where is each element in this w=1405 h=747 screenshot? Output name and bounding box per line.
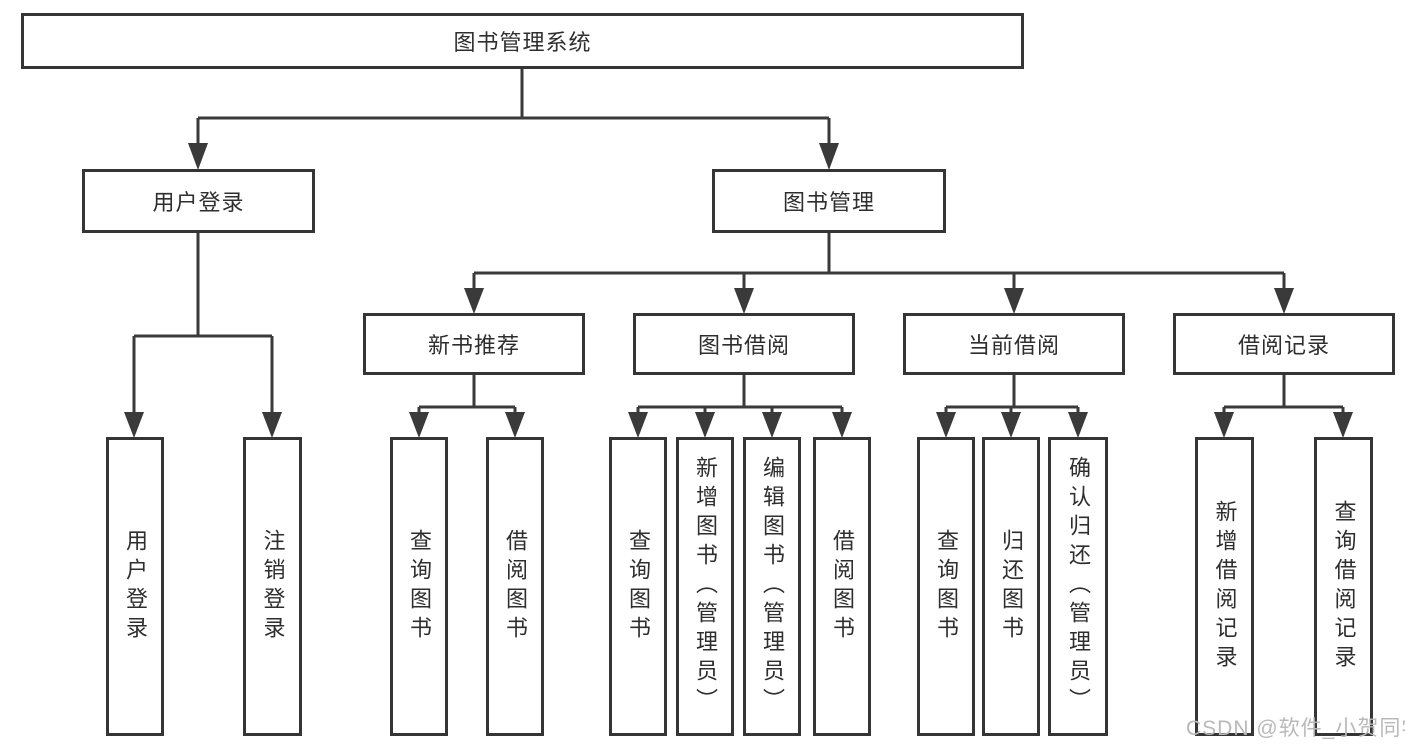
leaf-query-books-recommend: 查询图书 (390, 437, 448, 736)
leaf-logout: 注销登录 (243, 437, 302, 736)
node-current-borrowing: 当前借阅 (903, 313, 1125, 375)
node-label: 用户登录 (152, 190, 245, 215)
node-label: 借阅图书 (503, 528, 528, 645)
node-label: 编辑图书（管理员） (760, 456, 785, 717)
leaf-confirm-return-admin: 确认归还（管理员） (1048, 437, 1108, 736)
node-label: 确认归还（管理员） (1066, 456, 1091, 717)
node-label: 注销登录 (260, 528, 286, 645)
node-label: 查询借阅记录 (1331, 499, 1357, 674)
arrow-down-icons (124, 143, 1353, 438)
leaf-borrow-books-recommend: 借阅图书 (486, 437, 544, 736)
csdn-watermark: CSDN @软件_小贺同学 (1186, 717, 1405, 740)
leaf-add-borrow-record: 新增借阅记录 (1195, 437, 1254, 736)
node-label: 图书管理系统 (453, 30, 592, 55)
node-label: 归还图书 (999, 528, 1024, 645)
node-label: 新书推荐 (427, 333, 520, 358)
leaf-borrow-books-borrowing: 借阅图书 (813, 437, 871, 736)
node-book-management: 图书管理 (712, 169, 946, 233)
leaf-edit-books-admin: 编辑图书（管理员） (743, 437, 801, 736)
leaf-query-books-current: 查询图书 (917, 437, 975, 736)
node-label: 借阅图书 (830, 528, 855, 645)
node-label: 图书管理 (782, 190, 875, 215)
node-borrowing-records: 借阅记录 (1173, 313, 1395, 375)
node-label: 查询图书 (407, 528, 432, 645)
node-library-management-system: 图书管理系统 (21, 13, 1024, 69)
node-label: 新增图书（管理员） (693, 456, 718, 717)
node-label: 用户登录 (123, 528, 148, 645)
node-label: 当前借阅 (967, 333, 1060, 358)
leaf-user-login: 用户登录 (106, 437, 164, 736)
connector-lines (132, 68, 1345, 418)
leaf-add-books-admin: 新增图书（管理员） (676, 437, 734, 736)
node-label: 图书借阅 (697, 333, 790, 358)
node-label: 借阅记录 (1237, 333, 1330, 358)
node-new-book-recommendation: 新书推荐 (363, 313, 585, 375)
node-label: 新增借阅记录 (1212, 499, 1238, 674)
leaf-query-books-borrowing: 查询图书 (609, 437, 667, 736)
node-label: 查询图书 (934, 528, 959, 645)
node-book-borrowing: 图书借阅 (633, 313, 855, 375)
node-user-login: 用户登录 (82, 169, 315, 233)
leaf-query-borrow-record: 查询借阅记录 (1314, 437, 1373, 736)
node-label: 查询图书 (626, 528, 651, 645)
leaf-return-books: 归还图书 (982, 437, 1040, 736)
